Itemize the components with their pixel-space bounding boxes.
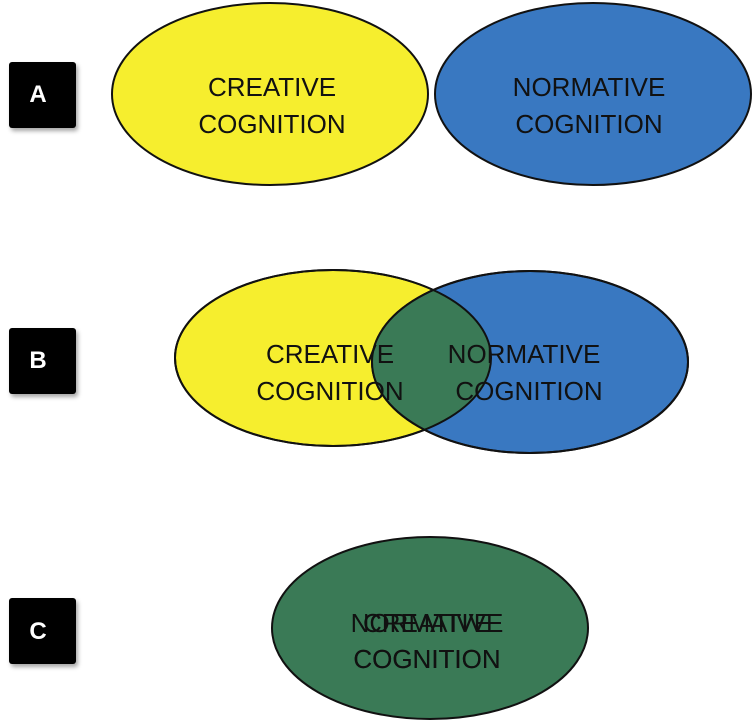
panel-c-badge-label: C (29, 618, 46, 645)
panel-b-badge: B (9, 328, 76, 394)
panel-c-merged-ellipse (271, 536, 589, 720)
panel-c-normative-label-2: COGNITION (353, 644, 500, 674)
panel-a-normative-label-1: NORMATIVE (513, 72, 666, 102)
panel-a-creative-label-1: CREATIVE (208, 72, 336, 102)
panel-b-creative-label-1: CREATIVE (266, 339, 394, 369)
panel-c: C CREATIVE NORMATIVE COGNITION COGNITION (9, 536, 589, 720)
panel-b-badge-label: B (29, 347, 46, 374)
panel-b: B CREATIVE COGNITION NORMATIVE COGNITION (9, 269, 689, 454)
panel-a-creative-label-2: COGNITION (198, 109, 345, 139)
panel-c-creative-label-2: COGNITION (353, 644, 500, 674)
panel-a-badge: A (9, 62, 76, 128)
panel-c-normative-label-1: NORMATIVE (351, 608, 504, 638)
panel-b-normative-label-2: COGNITION (455, 376, 602, 406)
panel-a-badge-label: A (29, 81, 46, 108)
panel-b-normative-outline (371, 270, 689, 454)
panel-c-badge: C (9, 598, 76, 664)
panel-a-normative-ellipse (434, 2, 752, 186)
panel-b-overlap-region (372, 271, 491, 446)
panel-b-normative-label-1: NORMATIVE (448, 339, 601, 369)
panel-a: A CREATIVE COGNITION NORMATIVE COGNITION (9, 2, 752, 186)
panel-a-creative-ellipse (111, 2, 429, 186)
panel-a-normative-label-2: COGNITION (515, 109, 662, 139)
panel-c-creative-label-1: CREATIVE (363, 608, 491, 638)
panel-b-creative-outline (174, 269, 492, 447)
panel-b-creative-label-2: COGNITION (256, 376, 403, 406)
